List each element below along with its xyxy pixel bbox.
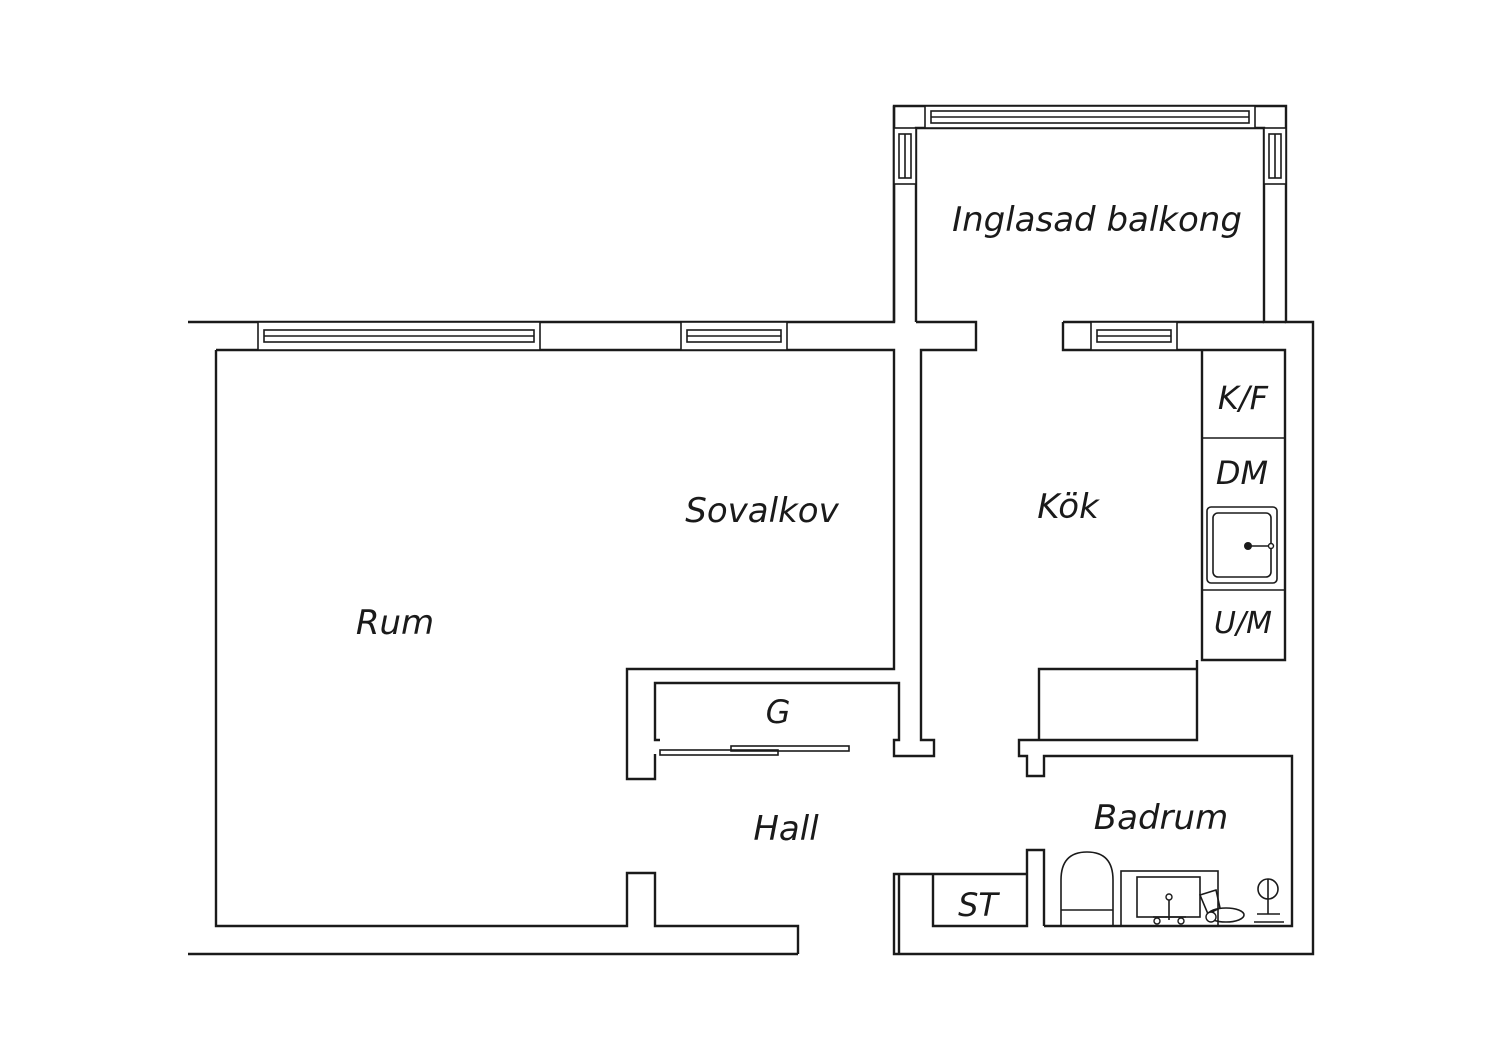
label-kf: K/F [1218, 379, 1269, 417]
window-balcony-left [893, 127, 917, 185]
wardrobe-door-1[interactable] [659, 749, 779, 756]
label-kok: Kök [1037, 487, 1100, 527]
toilet-icon [1060, 851, 1114, 926]
kitchen-sink-icon [1206, 506, 1278, 584]
floor-drain-icon [1254, 878, 1284, 923]
rum-sovalkov-top-wall [216, 348, 896, 781]
label-hall: Hall [753, 809, 819, 849]
window-rum-1 [257, 321, 541, 351]
kitchen-lower-wall [1017, 660, 1294, 928]
label-g: G [766, 693, 791, 731]
rum-inner-wall [214, 350, 800, 954]
label-sovalkov: Sovalkov [685, 491, 839, 531]
window-balcony-right [1263, 127, 1287, 185]
label-dm: DM [1216, 454, 1268, 492]
label-rum: Rum [356, 603, 434, 643]
bathroom-walls [897, 848, 1046, 954]
window-kok [1090, 321, 1178, 351]
window-balcony-top [924, 105, 1256, 129]
balcony-kitchen-wall [653, 320, 978, 758]
window-sovalkov [680, 321, 788, 351]
wardrobe-door-2[interactable] [730, 745, 850, 752]
shower-head-icon [1198, 888, 1245, 923]
label-inglasad-balkong: Inglasad balkong [952, 200, 1242, 240]
label-um: U/M [1214, 606, 1272, 641]
label-badrum: Badrum [1094, 798, 1228, 838]
label-st: ST [958, 886, 1000, 924]
washbasin-icon [1120, 870, 1219, 927]
